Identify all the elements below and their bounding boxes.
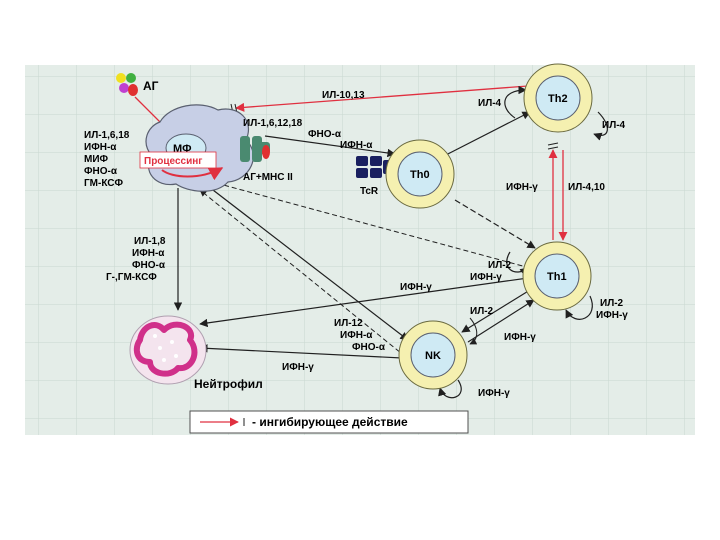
legend-label: - ингибирующее действие	[252, 415, 408, 429]
label-ifn-gamma-th1: ИФН-γ	[470, 272, 502, 283]
label-il10-13: ИЛ-10,13	[322, 90, 365, 101]
mhc-receptor-icon	[240, 136, 270, 162]
edge-th2-self	[593, 111, 608, 141]
inhibition-bar-th2	[547, 142, 559, 150]
edge-th1-neutrophil	[199, 277, 529, 328]
label-tnf-nk: ФНО-α	[352, 342, 386, 353]
label-neut-csf: Г-,ГМ-КСФ	[106, 272, 157, 283]
legend-box	[189, 410, 469, 434]
th2-label: Th2	[548, 93, 568, 105]
label-ifn-gamma-mid: ИФН-γ	[400, 282, 432, 293]
label-il2-th1: ИЛ-2	[488, 260, 512, 271]
label-mf-out: ИЛ-1,6,12,18	[243, 118, 303, 129]
th1-label: Th1	[547, 271, 567, 283]
label-neut-tnf: ФНО-α	[132, 260, 166, 271]
label-ifn-gamma-self-th1: ИФН-γ	[596, 310, 628, 321]
th0-cell	[385, 139, 455, 209]
mf-secreted-5: ГМ-КСФ	[84, 178, 124, 189]
mf-secreted-4: ФНО-α	[84, 166, 118, 177]
th0-label: Th0	[410, 169, 430, 181]
antigen-icon	[116, 73, 138, 96]
processing-arrow	[161, 167, 224, 181]
label-il4-10: ИЛ-4,10	[568, 182, 605, 193]
mf-secreted-2: ИФН-α	[84, 142, 117, 153]
edge-th0-th1	[454, 199, 536, 249]
processing-box	[139, 151, 217, 169]
edge-il10-13-inhibition	[235, 85, 529, 112]
edge-th1-nk	[461, 289, 531, 333]
label-ifn-alpha-nk: ИФН-α	[340, 330, 373, 341]
antigen-label: АГ	[143, 79, 159, 93]
mf-secreted-3: МИФ	[84, 154, 109, 165]
label-ifn-gamma-neutrophil: ИФН-γ	[282, 362, 314, 373]
label-ifn-alpha-th0: ИФН-α	[340, 140, 373, 151]
label-ifn-gamma-th2: ИФН-γ	[506, 182, 538, 193]
label-il4-self: ИЛ-4	[602, 120, 626, 131]
neutrophil-label: Нейтрофил	[194, 377, 263, 391]
label-il4-top: ИЛ-4	[478, 98, 502, 109]
label-il12: ИЛ-12	[334, 318, 363, 329]
th1-cell	[522, 241, 592, 311]
edge-mf-th0	[264, 135, 396, 158]
edge-nk-th1	[467, 299, 535, 343]
mhc-label: АГ+МНС II	[243, 172, 293, 183]
neutrophil-cell	[129, 315, 207, 385]
edge-nk-neutrophil	[199, 344, 403, 359]
nk-label: NK	[425, 350, 441, 362]
mf-secreted-1: ИЛ-1,6,18	[84, 130, 130, 141]
label-il2-nk: ИЛ-2	[470, 306, 494, 317]
label-neut-il18: ИЛ-1,8	[134, 236, 166, 247]
th2-cell	[523, 63, 593, 133]
processing-label: Процессинг	[144, 156, 202, 167]
label-mf-tnf: ФНО-α	[308, 129, 342, 140]
label-ifn-gamma-nk: ИФН-γ	[504, 332, 536, 343]
nk-cell	[398, 320, 468, 390]
edge-th1-self	[565, 295, 593, 320]
edge-th0-th2	[439, 111, 531, 159]
edge-th1-nk-curve	[469, 317, 478, 345]
edge-nk-mf	[199, 189, 413, 363]
edge-nk-self	[438, 379, 462, 399]
label-il2-self: ИЛ-2	[600, 298, 624, 309]
label-ifn-gamma-nk-self: ИФН-γ	[478, 388, 510, 399]
edge-il4-th2	[504, 85, 527, 119]
diagram-grid	[25, 65, 695, 435]
edge-th1-mf	[204, 178, 531, 269]
label-neut-ifn: ИФН-α	[132, 248, 165, 259]
tcr-label: TcR	[360, 186, 379, 197]
edge-mf-nk	[199, 179, 409, 341]
